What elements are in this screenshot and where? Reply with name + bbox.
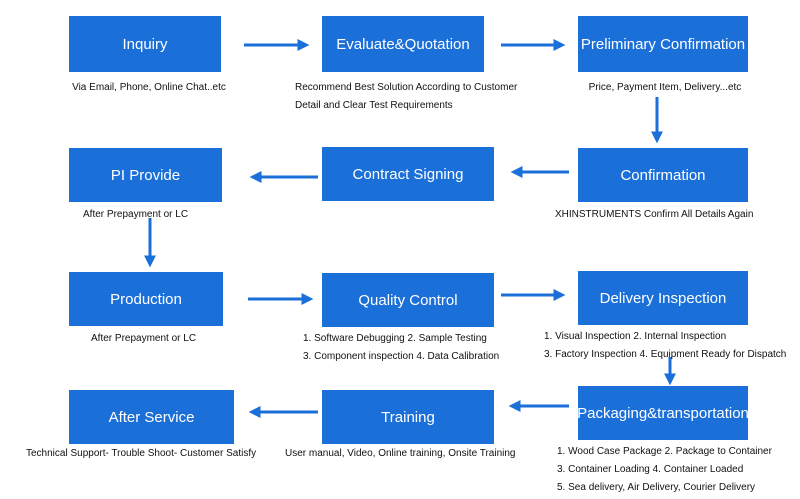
note-preliminary-line: Price, Payment Item, Delivery...etc: [588, 82, 742, 93]
step-evaluate-quotation: Evaluate&Quotation: [322, 16, 484, 72]
note-packaging-line-1: 1. Wood Case Package 2. Package to Conta…: [557, 446, 772, 457]
note-evaluate-line-2: Detail and Clear Test Requirements: [295, 100, 453, 111]
note-delivery-line-2: 3. Factory Inspection 4. Equipment Ready…: [544, 349, 787, 360]
note-after-service-line: Technical Support- Trouble Shoot- Custom…: [26, 448, 257, 459]
note-confirmation-line: XHINSTRUMENTS Confirm All Details Again: [555, 209, 754, 220]
note-packaging: 1. Wood Case Package 2. Package to Conta…: [557, 443, 772, 497]
step-production: Production: [69, 272, 223, 326]
note-delivery-line-1: 1. Visual Inspection 2. Internal Inspect…: [544, 331, 727, 342]
note-quality-line-1: 1. Software Debugging 2. Sample Testing: [303, 333, 487, 344]
step-confirmation: Confirmation: [578, 148, 748, 202]
note-packaging-line-3: 5. Sea delivery, Air Delivery, Courier D…: [557, 482, 756, 493]
step-packaging-transportation: Packaging&transportation: [577, 386, 749, 440]
step-training: Training: [322, 390, 494, 444]
step-inquiry: Inquiry: [69, 16, 221, 72]
note-production: After Prepayment or LC: [91, 330, 196, 348]
note-packaging-line-2: 3. Container Loading 4. Container Loaded: [557, 464, 744, 475]
note-quality-line-2: 3. Component inspection 4. Data Calibrat…: [303, 351, 500, 362]
note-production-line: After Prepayment or LC: [91, 333, 197, 344]
note-confirmation: XHINSTRUMENTS Confirm All Details Again: [555, 206, 753, 224]
step-contract-signing: Contract Signing: [322, 147, 494, 201]
note-inquiry: Via Email, Phone, Online Chat..etc: [53, 79, 245, 97]
note-pi: After Prepayment or LC: [83, 206, 188, 224]
step-after-service: After Service: [69, 390, 234, 444]
note-training: User manual, Video, Online training, Ons…: [285, 445, 516, 463]
note-training-line: User manual, Video, Online training, Ons…: [285, 448, 516, 459]
step-quality-control: Quality Control: [322, 273, 494, 327]
note-evaluate-line-1: Recommend Best Solution According to Cus…: [295, 82, 518, 93]
step-delivery-inspection: Delivery Inspection: [578, 271, 748, 325]
note-after-service: Technical Support- Trouble Shoot- Custom…: [26, 445, 256, 463]
step-pi-provide: PI Provide: [69, 148, 222, 202]
note-inquiry-line: Via Email, Phone, Online Chat..etc: [72, 82, 226, 93]
note-delivery-inspection: 1. Visual Inspection 2. Internal Inspect…: [544, 328, 786, 364]
note-quality: 1. Software Debugging 2. Sample Testing …: [303, 330, 499, 366]
note-preliminary: Price, Payment Item, Delivery...etc: [570, 79, 760, 97]
step-preliminary-confirmation: Preliminary Confirmation: [578, 16, 748, 72]
note-pi-line: After Prepayment or LC: [83, 209, 189, 220]
note-evaluate: Recommend Best Solution According to Cus…: [295, 79, 517, 115]
